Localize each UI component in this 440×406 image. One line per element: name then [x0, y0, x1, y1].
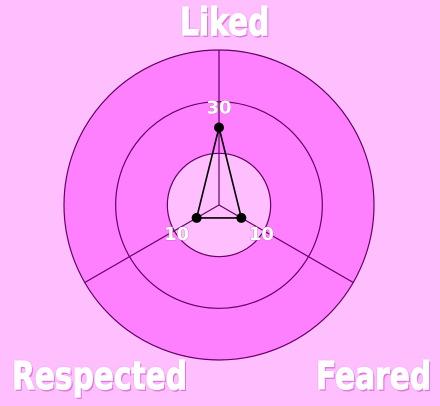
- axis-label-respected: Respected: [12, 354, 188, 398]
- value-label-liked: 30: [206, 98, 231, 119]
- marker-liked: [214, 122, 224, 133]
- value-labels: 30 10 10: [164, 97, 275, 245]
- value-label-feared: 10: [249, 224, 274, 245]
- axis-label-liked: Liked: [180, 0, 270, 44]
- data-markers: [191, 122, 247, 223]
- marker-respected: [191, 212, 202, 223]
- axis-label-feared: Feared: [316, 354, 432, 398]
- marker-feared: [236, 212, 247, 223]
- data-polygon-group: [195, 127, 243, 219]
- value-label-respected: 10: [164, 224, 189, 245]
- data-polygon: [195, 127, 243, 219]
